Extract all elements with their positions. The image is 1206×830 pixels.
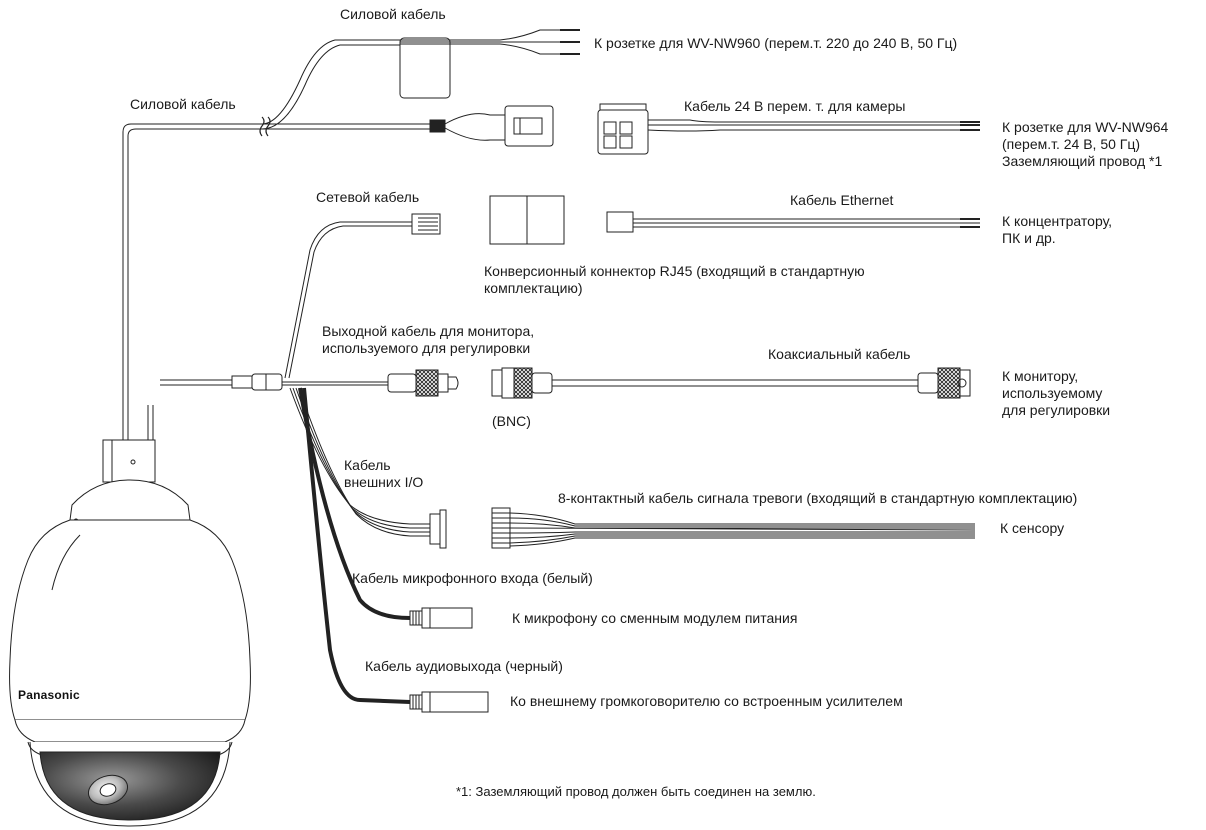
mic-input-cable	[298, 387, 473, 629]
label-bnc: (BNC)	[492, 413, 531, 429]
label-ext-io-line1: Кабель	[344, 457, 391, 473]
audio-output-cable	[302, 387, 489, 713]
label-to-monitor-line1: К монитору,	[1002, 368, 1079, 384]
network-cable	[284, 195, 980, 379]
label-rj45-line2: комплектацию)	[484, 280, 583, 296]
label-monitor-output-line2: используемого для регулировки	[322, 340, 531, 356]
label-to-monitor: К монитору, используемому для регулировк…	[1002, 368, 1110, 419]
label-mic-input: Кабель микрофонного входа (белый)	[352, 570, 593, 586]
label-rj45-connector: Конверсионный коннектор RJ45 (входящий в…	[484, 263, 865, 297]
brand-logo: Panasonic	[18, 688, 80, 702]
label-audio-out: Кабель аудиовыхода (черный)	[365, 658, 563, 674]
label-outlet-nw964: К розетке для WV-NW964 (перем.т. 24 В, 5…	[1002, 119, 1168, 170]
label-network-cable: Сетевой кабель	[316, 189, 420, 205]
label-cable-24v: Кабель 24 В перем. т. для камеры	[684, 98, 906, 114]
label-ext-io-line2: внешних I/O	[344, 474, 424, 490]
label-to-hub-line1: К концентратору,	[1002, 213, 1113, 229]
label-outlet-nw964-line3: Заземляющий провод *1	[1002, 153, 1163, 169]
label-to-monitor-line2: используемому	[1002, 385, 1103, 401]
footnote: *1: Заземляющий провод должен быть соеди…	[456, 784, 816, 799]
monitor-output-cable	[387, 367, 971, 399]
label-monitor-output: Выходной кабель для монитора, используем…	[322, 323, 534, 357]
label-to-hub: К концентратору, ПК и др.	[1002, 213, 1112, 247]
power-cable-24v	[262, 103, 980, 155]
label-coaxial-cable: Коаксиальный кабель	[768, 346, 911, 362]
label-to-hub-line2: ПК и др.	[1002, 230, 1056, 246]
label-monitor-output-line1: Выходной кабель для монитора,	[322, 323, 535, 339]
label-to-speaker: Ко внешнему громкоговорителю со встроенн…	[510, 693, 903, 709]
power-cable-220v	[259, 29, 580, 137]
label-outlet-nw964-line1: К розетке для WV-NW964	[1002, 119, 1169, 135]
label-outlet-nw964-line2: (перем.т. 24 В, 50 Гц)	[1002, 136, 1141, 152]
label-rj45-line1: Конверсионный коннектор RJ45 (входящий в…	[484, 263, 865, 279]
label-outlet-nw960: К розетке для WV-NW960 (перем.т. 220 до …	[594, 35, 958, 51]
label-alarm-cable: 8-контактный кабель сигнала тревоги (вхо…	[558, 490, 1078, 506]
cable-harness	[160, 373, 388, 391]
label-to-mic: К микрофону со сменным модулем питания	[512, 610, 798, 626]
label-power-cable-top: Силовой кабель	[340, 6, 446, 22]
label-to-monitor-line3: для регулировки	[1002, 402, 1111, 418]
label-ethernet-cable: Кабель Ethernet	[790, 192, 894, 208]
label-power-cable-left: Силовой кабель	[130, 96, 236, 112]
label-ext-io: Кабель внешних I/O	[344, 457, 423, 491]
camera-unit	[9, 123, 262, 827]
label-to-sensor: К сенсору	[1000, 520, 1065, 536]
